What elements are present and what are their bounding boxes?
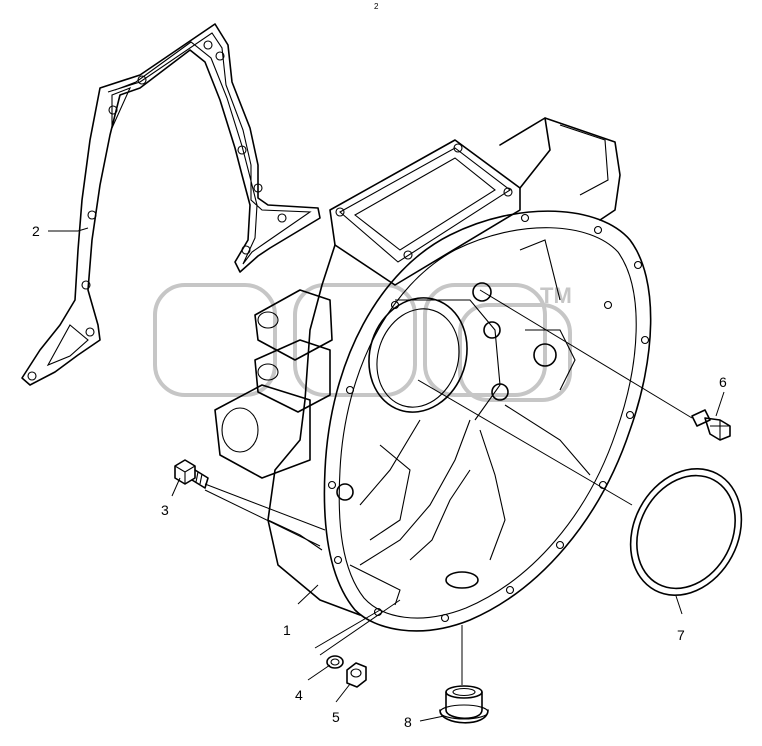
callout-4: 4 — [295, 687, 303, 703]
bolt-3-part — [174, 459, 209, 489]
gasket-part — [21, 23, 321, 386]
callout-7: 7 — [677, 627, 685, 643]
leader-lines — [48, 227, 725, 722]
callout-3: 3 — [161, 502, 169, 518]
callout-labels: 1 2 3 4 5 6 7 8 — [32, 223, 727, 730]
flywheel-housing-part — [214, 117, 652, 632]
washer-part — [326, 655, 344, 669]
corner-mark: 2 — [374, 2, 379, 11]
callout-6: 6 — [719, 374, 727, 390]
nut-part — [346, 662, 367, 688]
watermark-logo: TM — [153, 283, 572, 402]
watermark-trademark: TM — [540, 283, 572, 308]
plug-part — [439, 685, 489, 724]
callout-8: 8 — [404, 714, 412, 730]
callout-5: 5 — [332, 709, 340, 725]
bolt-6-part — [691, 409, 731, 441]
callout-2: 2 — [32, 223, 40, 239]
o-ring-part — [629, 468, 743, 596]
callout-1: 1 — [283, 622, 291, 638]
